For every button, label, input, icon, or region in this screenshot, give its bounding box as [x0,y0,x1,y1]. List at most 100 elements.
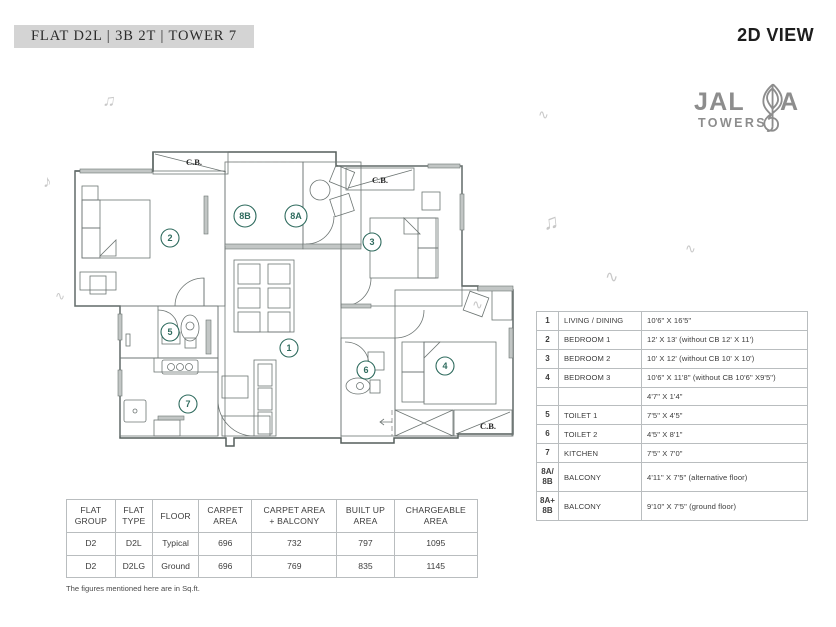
svg-text:2: 2 [167,233,172,243]
legend-row-number: 5 [536,405,559,426]
area-table-cell: D2LG [114,554,153,578]
svg-text:A: A [780,88,798,116]
legend-row-number: 4 [536,368,559,388]
marker-bedroom-2: 3 [362,232,382,252]
room-bedroom-1: C.B. [74,151,229,307]
legend-row-name: KITCHEN [558,443,642,464]
music-note-watermark: ♪ [43,172,52,191]
area-table-cell: D2L [114,532,153,556]
music-note-watermark: ♫ [541,210,560,235]
area-table-cell: 797 [336,532,395,556]
floor-plan-drawing: C.B. C.B. [58,138,528,456]
legend-row-number: 3 [536,349,559,369]
legend-row-number: 6 [536,424,559,445]
area-table-header-cell: FLOOR [151,498,200,534]
legend-row-dimension: 4'7" X 1'4" [641,386,808,407]
music-note-watermark: ∿ [685,241,696,256]
music-note-watermark: ∿ [472,297,483,312]
svg-text:TOWERS: TOWERS [698,116,767,130]
music-note-watermark: ∿ [55,289,66,303]
view-mode-label: 2D VIEW [737,25,814,45]
legend-row-dimension: 10' X 12' (without CB 10' X 10') [641,349,808,369]
room-markers: 2 8B 8A 3 5 1 7 6 [160,204,455,414]
area-table-cell: D2 [66,554,116,578]
marker-toilet-1: 5 [160,322,180,342]
area-table-cell: Ground [151,554,200,578]
svg-text:JAL: JAL [694,88,745,116]
legend-row-name: BEDROOM 1 [558,330,642,350]
jala-towers-logo: JAL A TOWERS [694,82,816,138]
legend-row-dimension: 4'11" X 7'5" (alternative floor) [641,462,808,493]
legend-row-name [558,386,642,407]
marker-kitchen: 7 [178,394,198,414]
svg-text:5: 5 [167,327,172,337]
marker-bedroom-1: 2 [160,228,180,248]
legend-row: 4'7" X 1'4" [536,386,808,407]
area-table-cell: 696 [198,554,253,578]
legend-row-name: BEDROOM 2 [558,349,642,369]
room-living-dining [221,259,295,437]
area-table-cell: 1145 [393,554,479,578]
area-table-cell: Typical [151,532,200,556]
svg-text:6: 6 [363,365,368,375]
legend-row-dimension: 7'5" X 7'0" [641,443,808,464]
svg-text:7: 7 [185,399,190,409]
area-table-header-cell: CARPET AREA+ BALCONY [251,498,338,534]
svg-text:1: 1 [286,343,291,353]
area-table-cell: D2 [66,532,116,556]
svg-text:3: 3 [369,237,374,247]
music-note-watermark: ♫ [101,90,118,111]
marker-toilet-2: 6 [356,360,376,380]
svg-text:4: 4 [442,361,447,371]
closet-label: C.B. [480,421,496,431]
legend-row-number [536,386,559,407]
music-note-watermark: ∿ [538,107,549,122]
area-table-cell: 769 [251,554,338,578]
marker-balcony-a: 8A [284,204,308,228]
legend-row-number: 8A/8B [536,462,559,493]
legend-row-dimension: 4'5" X 8'1" [641,424,808,445]
flat-title-bar: FLAT D2L | 3B 2T | TOWER 7 [14,25,254,48]
area-table-cell: 732 [251,532,338,556]
legend-row-dimension: 10'6" X 16'5" [641,311,808,331]
svg-text:8A: 8A [290,211,302,221]
treble-clef-icon [762,83,783,132]
legend-row-dimension: 7'5" X 4'5" [641,405,808,426]
legend-row-dimension: 12' X 13' (without CB 12' X 11') [641,330,808,350]
room-bedroom-3: C.B. [379,285,514,437]
area-table-cell: 696 [198,532,253,556]
legend-row-name: BALCONY [558,491,642,522]
legend-row-number: 8A+8B [536,491,559,522]
legend-row-name: TOILET 1 [558,405,642,426]
interior-partitions [120,246,342,438]
balcony-8a [302,161,362,250]
area-table-cell: 1095 [393,532,479,556]
area-table-cell: 835 [336,554,395,578]
closet-label: C.B. [372,175,388,185]
legend-row-name: TOILET 2 [558,424,642,445]
legend-row-name: BEDROOM 3 [558,368,642,388]
area-units-note: The figures mentioned here are in Sq.ft. [66,584,200,593]
legend-row-name: LIVING / DINING [558,311,642,331]
legend-row-number: 1 [536,311,559,331]
legend-row-number: 7 [536,443,559,464]
svg-text:8B: 8B [239,211,251,221]
marker-balcony-b: 8B [233,204,257,228]
flat-title-text: FLAT D2L | 3B 2T | TOWER 7 [30,28,238,44]
